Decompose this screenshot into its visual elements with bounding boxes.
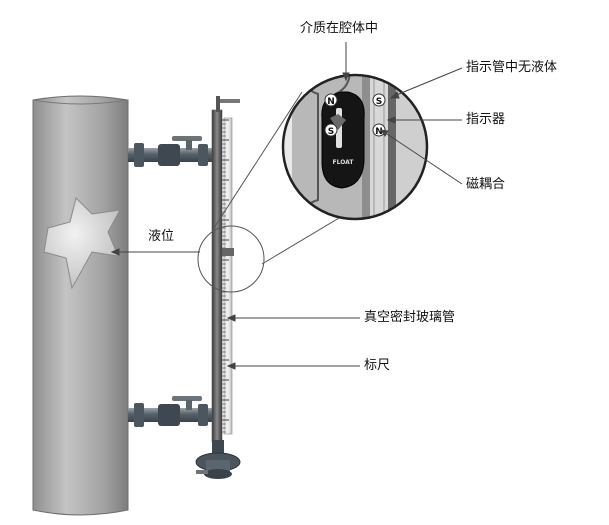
magnifier-ring — [197, 225, 265, 293]
liquid-cutaway-icon — [43, 197, 121, 290]
float-pole-south: S — [328, 127, 334, 137]
drain-flange — [195, 440, 241, 479]
label-indicator: 指示器 — [466, 112, 506, 127]
label-no-liquid-in-tube: 指示管中无液体 — [466, 60, 558, 75]
indicator-pole-north: N — [375, 127, 383, 137]
magnified-detail: N S FLOAT S N — [281, 73, 429, 221]
indicator-pole-south: S — [376, 97, 382, 107]
label-medium-in-chamber: 介质在腔体中 — [300, 21, 379, 36]
label-scale: 标尺 — [364, 358, 391, 373]
leader-lines — [110, 42, 463, 370]
float-label: FLOAT — [333, 159, 355, 166]
label-liquid-level: 液位 — [148, 229, 175, 244]
label-magnetic-coupling: 磁耦合 — [466, 177, 506, 192]
float-pole-north: N — [327, 97, 335, 107]
lower-connection-pipe — [128, 396, 214, 427]
label-vacuum-sealed-glass-tube: 真空密封玻璃管 — [364, 310, 456, 325]
scale — [222, 119, 229, 433]
vessel — [32, 95, 129, 516]
level-indicator — [222, 248, 234, 256]
upper-connection-pipe — [128, 136, 214, 167]
